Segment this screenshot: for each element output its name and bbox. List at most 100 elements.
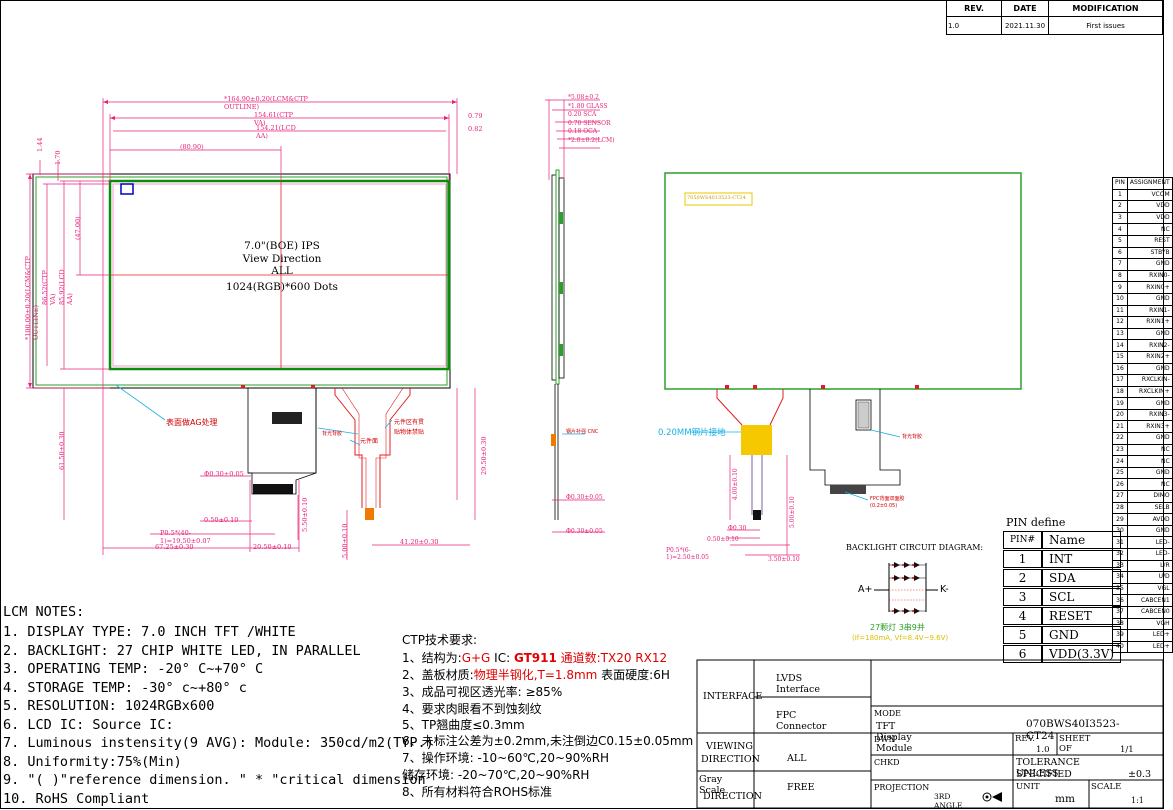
side-dim-bottom-1: Φ0.30±0.05	[566, 494, 603, 501]
pin-number: 14	[1112, 339, 1128, 352]
stiffener	[741, 425, 772, 455]
note-parts-zone-line1: 元件区有贯	[394, 419, 425, 426]
lcm-note-item: 8. Uniformity:75%(Min)	[3, 753, 182, 770]
pindef-number: 5	[1003, 626, 1043, 644]
pin-assignment: CABCEN1	[1126, 594, 1173, 607]
dim-2050: 20.50±0.10	[253, 543, 292, 551]
side-dim-2: 0.20 SCA	[568, 111, 597, 119]
led-junction	[901, 609, 905, 613]
backlight-anode: A+	[858, 584, 873, 595]
led-icon	[894, 575, 900, 581]
tb-tolerance-value: ±0.3	[1128, 769, 1152, 780]
tb-lvds: LVDS Interface	[776, 673, 820, 695]
tb-free: FREE	[787, 782, 815, 793]
note-parts-zone: 元件区有贯 贴物体禁贴	[394, 418, 424, 438]
pin-number: 16	[1112, 362, 1128, 376]
dim-ctp-va: 154.61(CTP VA)	[254, 111, 293, 127]
note-backlight-tape: 背光背胶	[322, 431, 343, 437]
pin-assignment: RXCLKIN+	[1126, 385, 1173, 399]
pin-assignment: GND	[1126, 292, 1173, 306]
dim-170: 1.70	[54, 150, 62, 165]
pin-assignment: CABCEN0	[1126, 605, 1173, 619]
ctp-l1-ic: GT911	[513, 651, 557, 665]
dim-6725: 67.25±0.30	[155, 543, 194, 551]
pindef-number: 2	[1003, 569, 1043, 587]
pindef-header-name: Name	[1042, 531, 1122, 549]
tb-sheet-value: 1/1	[1120, 745, 1134, 755]
led-junction	[891, 563, 895, 567]
dim-4120: 41.20±0.30	[400, 538, 439, 546]
dim-half-width: (80.90)	[180, 143, 204, 151]
pin-number: 3	[1112, 211, 1128, 225]
pin-assignment: LED-	[1126, 536, 1173, 549]
note-ag: 表面做AG处理	[166, 418, 218, 427]
dim-h-outline: *100.00±0.20(LCM&CTP OUTLINE)	[24, 256, 40, 340]
tb-all: ALL	[787, 753, 807, 764]
led-junction	[911, 576, 915, 580]
rev-header: REV.	[946, 0, 1002, 17]
tb-unit-value: mm	[1055, 793, 1075, 805]
dim-pitch: P0.5*(40-1)=19.50±0.07	[160, 529, 211, 545]
ctp-l1-pre: 1、结构为:	[402, 651, 462, 665]
pin-number: 21	[1112, 420, 1128, 434]
led-junction	[911, 609, 915, 613]
back-dim-350: 3.50±0.10	[768, 556, 800, 563]
back-dim-500: 5.00±0.10	[789, 496, 796, 528]
pin-assignment: VGL	[1126, 582, 1173, 596]
led-icon	[904, 608, 910, 614]
pin-assignment: RXCLKIN-	[1126, 374, 1173, 387]
modification-value: First issues	[1048, 16, 1163, 35]
pin-number: 15	[1112, 350, 1128, 364]
led-icon	[894, 562, 900, 568]
ctp-line-8: 8、所有材料符合ROHS标准	[402, 785, 553, 799]
led-icon	[904, 575, 910, 581]
dim-144: 1.44	[36, 137, 44, 152]
spec-resolution: 1024(RGB)*600 Dots	[226, 280, 338, 293]
date-value: 2021.11.30	[1001, 16, 1049, 35]
lcm-note-item: 9. "( )"reference dimension. " * "critic…	[3, 772, 426, 788]
pin-number: 23	[1112, 443, 1128, 457]
dim-050: 0.50±0.10	[204, 516, 239, 524]
led-icon	[914, 608, 920, 614]
back-view	[664, 172, 1022, 556]
note-fpc-tape-line1: FPC背面双面胶	[870, 496, 905, 502]
pin-assignment: GND	[1126, 432, 1173, 445]
dim-h-ctp-va: 86.52(CTP VA)	[41, 270, 57, 305]
pin-number: 11	[1112, 304, 1128, 318]
ctp-l1-mid: IC:	[490, 651, 514, 665]
pin-assignment: VGH	[1126, 617, 1173, 631]
pin-assignment: LED-	[1126, 548, 1173, 561]
pin-number: 17	[1112, 374, 1128, 387]
note-bl-tape: 背光背胶	[902, 434, 923, 440]
pindef-number: 6	[1003, 645, 1043, 663]
dim-h-lcd-aa: 85.92(LCD AA)	[58, 269, 74, 305]
back-dim-400: 4.00±0.10	[732, 468, 739, 500]
lcm-note-item: 7. Luminous instensity(9 AVG): Module: 3…	[3, 735, 434, 751]
pin-assignment: RXIN3+	[1126, 420, 1173, 434]
tb-angle: 3RD ANGLE	[934, 792, 963, 810]
pin-assignment: GND	[1126, 362, 1173, 376]
pin-number: 28	[1112, 501, 1128, 515]
ctp-line-5: 5、TP翘曲度≤0.3mm	[402, 718, 525, 732]
dim-079: 0.79	[468, 112, 483, 120]
tb-scale-label: SCALE	[1091, 782, 1122, 792]
note-steel-ground: 0.20MM钢片接地	[658, 428, 726, 438]
pindef-name: SCL	[1042, 588, 1122, 606]
side-dim-1: *1.80 GLASS	[568, 102, 608, 110]
